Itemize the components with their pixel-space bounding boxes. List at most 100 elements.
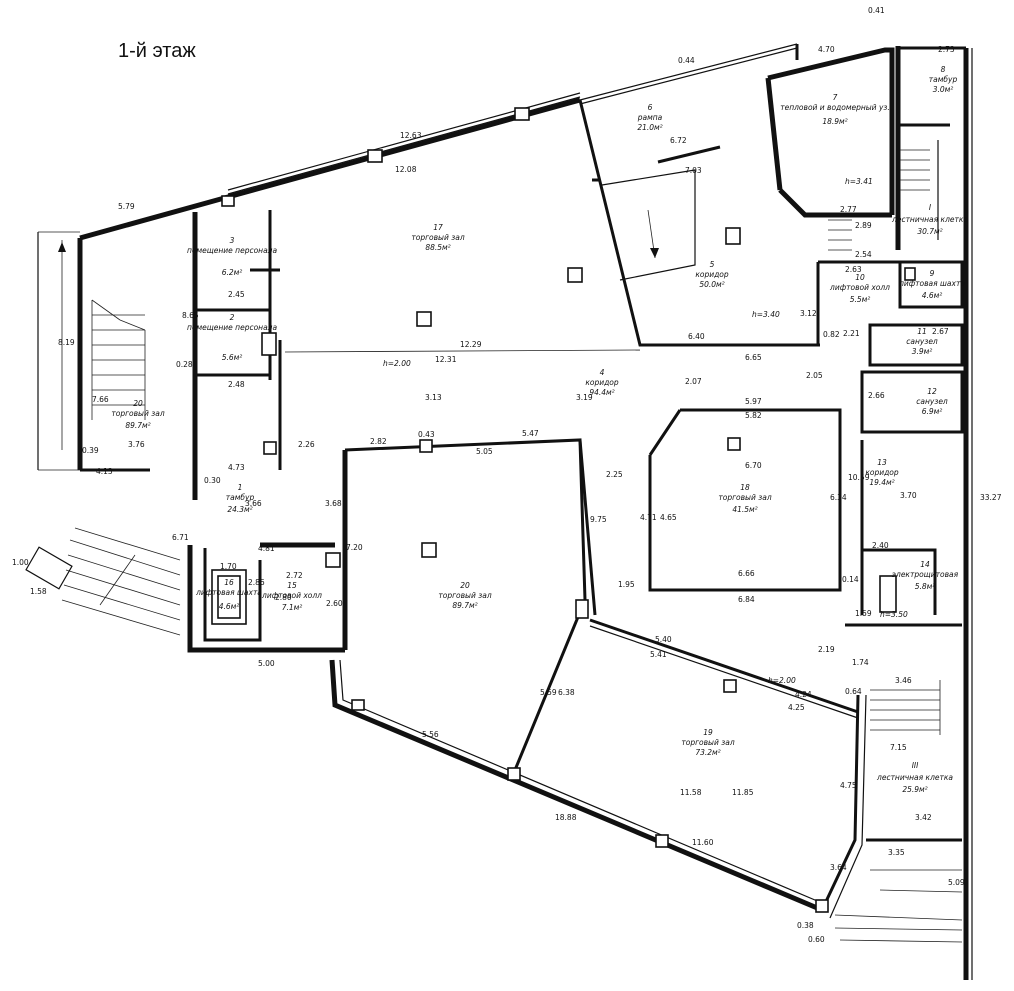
svg-text:санузел: санузел <box>906 337 938 346</box>
svg-text:h=3.40: h=3.40 <box>752 310 780 319</box>
svg-text:12.29: 12.29 <box>460 340 482 349</box>
svg-text:1.74: 1.74 <box>852 658 869 667</box>
svg-text:коридор: коридор <box>865 468 899 477</box>
svg-text:8.65: 8.65 <box>182 311 199 320</box>
svg-text:6: 6 <box>648 103 653 112</box>
svg-text:3.12: 3.12 <box>800 309 817 318</box>
svg-text:3.13: 3.13 <box>425 393 442 402</box>
svg-text:30.7м²: 30.7м² <box>917 227 942 236</box>
svg-text:2.25: 2.25 <box>606 470 623 479</box>
svg-text:5.40: 5.40 <box>655 635 672 644</box>
svg-text:18.9м²: 18.9м² <box>822 117 847 126</box>
svg-text:2.40: 2.40 <box>872 541 889 550</box>
svg-text:4.75: 4.75 <box>840 781 857 790</box>
stair-entrance <box>25 527 181 636</box>
svg-text:2.77: 2.77 <box>840 205 857 214</box>
svg-text:0.39: 0.39 <box>82 446 99 455</box>
room-8: 8 тамбур 3.0м² <box>929 65 958 94</box>
svg-text:торговый зал: торговый зал <box>718 493 771 502</box>
svg-text:5.00: 5.00 <box>258 659 275 668</box>
svg-text:8.19: 8.19 <box>58 338 75 347</box>
svg-text:рампа: рампа <box>637 113 663 122</box>
svg-text:4.65: 4.65 <box>660 513 677 522</box>
room-6: 6 рампа 21.0м² <box>637 103 663 132</box>
svg-text:h=3.41: h=3.41 <box>845 177 873 186</box>
room-2: 2 помещение персонала 5.6м² <box>187 313 278 362</box>
svg-text:2.82: 2.82 <box>370 437 387 446</box>
svg-text:3.66: 3.66 <box>245 499 262 508</box>
svg-text:6.34: 6.34 <box>830 493 847 502</box>
svg-text:2.19: 2.19 <box>818 645 835 654</box>
room-4: 4 коридор 94.4м² <box>585 368 619 397</box>
svg-text:3.70: 3.70 <box>900 491 917 500</box>
svg-text:2.66: 2.66 <box>868 391 885 400</box>
svg-text:0.41: 0.41 <box>868 6 885 15</box>
svg-text:2.72: 2.72 <box>286 571 303 580</box>
svg-text:73.2м²: 73.2м² <box>695 748 720 757</box>
svg-text:9: 9 <box>930 269 935 278</box>
height-marks: h=2.00 h=3.40 h=3.41 h=3.50 h=2.00 <box>383 177 908 685</box>
svg-text:I: I <box>929 203 932 212</box>
svg-text:12: 12 <box>927 387 937 396</box>
svg-text:0.30: 0.30 <box>204 476 221 485</box>
svg-text:лифтовой холл: лифтовой холл <box>261 591 322 600</box>
svg-text:19.4м²: 19.4м² <box>869 478 894 487</box>
svg-text:17: 17 <box>433 223 443 232</box>
svg-text:3.42: 3.42 <box>915 813 932 822</box>
svg-text:коридор: коридор <box>585 378 619 387</box>
room-labels-lower: 20 20 20 20 торговый зал 89.7м² 19 торго… <box>438 581 953 794</box>
svg-text:4.73: 4.73 <box>228 463 245 472</box>
svg-text:16: 16 <box>224 578 234 587</box>
svg-text:1.59: 1.59 <box>855 609 872 618</box>
room-7: 7 тепловой и водомерный уз. 18.9м² <box>780 93 890 126</box>
svg-text:3.35: 3.35 <box>888 848 905 857</box>
svg-text:4.71: 4.71 <box>640 513 657 522</box>
svg-text:1.95: 1.95 <box>618 580 635 589</box>
svg-text:20: 20 <box>133 399 143 408</box>
room-10: 10 лифтовой холл 5.5м² <box>829 273 890 304</box>
room-3: 3 помещение персонала 6.2м² <box>187 236 278 277</box>
svg-text:2.86: 2.86 <box>248 578 265 587</box>
svg-text:7.15: 7.15 <box>890 743 907 752</box>
svg-text:2.21: 2.21 <box>843 329 860 338</box>
svg-text:1: 1 <box>238 483 243 492</box>
room-11: 11 санузел 3.9м² <box>906 327 938 356</box>
stair-iii <box>834 680 963 943</box>
svg-text:7.03: 7.03 <box>685 166 702 175</box>
svg-text:5.05: 5.05 <box>476 447 493 456</box>
svg-text:94.4м²: 94.4м² <box>589 388 614 397</box>
svg-text:5.82: 5.82 <box>745 411 762 420</box>
svg-text:6.9м²: 6.9м² <box>922 407 943 416</box>
svg-text:коридор: коридор <box>695 270 729 279</box>
svg-text:3.46: 3.46 <box>895 676 912 685</box>
rampa-arrow <box>601 145 721 281</box>
svg-text:2.26: 2.26 <box>298 440 315 449</box>
dimensions: 5.79 12.63 12.08 6.72 7.03 4.70 2.73 0.4… <box>12 6 1002 944</box>
svg-text:13: 13 <box>877 458 887 467</box>
svg-text:10: 10 <box>855 273 865 282</box>
svg-text:2.80: 2.80 <box>275 593 292 602</box>
svg-text:6.84: 6.84 <box>738 595 755 604</box>
svg-text:11.85: 11.85 <box>732 788 754 797</box>
svg-text:5: 5 <box>710 260 715 269</box>
svg-text:11: 11 <box>917 327 927 336</box>
svg-text:7.66: 7.66 <box>92 395 109 404</box>
svg-text:5.6м²: 5.6м² <box>222 353 243 362</box>
svg-text:4: 4 <box>600 368 605 377</box>
svg-text:торговый зал: торговый зал <box>111 409 164 418</box>
svg-text:лифтовой холл: лифтовой холл <box>829 283 890 292</box>
svg-text:5.41: 5.41 <box>650 650 667 659</box>
svg-text:33.27: 33.27 <box>980 493 1002 502</box>
room-16: 16 лифтовая шахта 4.6м² <box>195 578 262 611</box>
svg-text:III: III <box>912 761 919 770</box>
room-iii: III лестничная клетка 25.9м² <box>876 761 953 794</box>
room-9: 9 лифтовая шахта 4.6м² <box>898 269 965 300</box>
svg-text:0.44: 0.44 <box>678 56 695 65</box>
svg-text:11.60: 11.60 <box>692 838 714 847</box>
svg-text:15: 15 <box>287 581 297 590</box>
svg-text:41.5м²: 41.5м² <box>732 505 757 514</box>
svg-text:4.81: 4.81 <box>258 544 275 553</box>
svg-text:3.76: 3.76 <box>128 440 145 449</box>
svg-text:5.59: 5.59 <box>540 688 557 697</box>
